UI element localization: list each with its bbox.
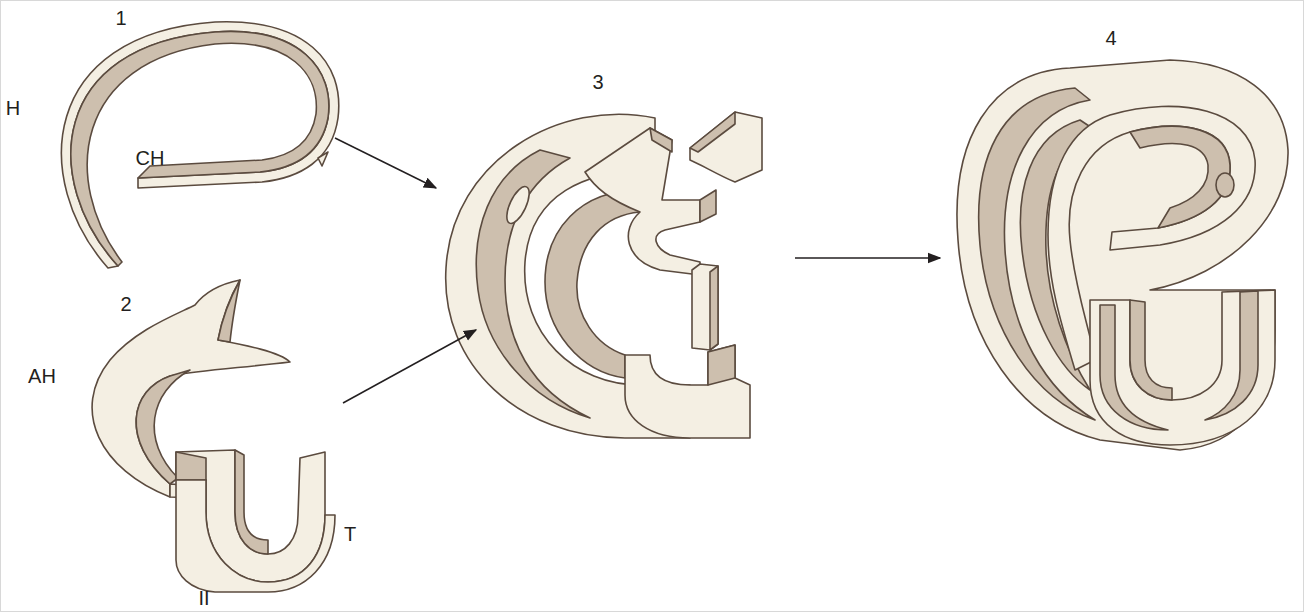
heart-u-piece (1090, 290, 1275, 445)
cup-piece (625, 345, 750, 438)
heart-foramen (1216, 173, 1234, 197)
detached-top-piece (690, 112, 762, 182)
ribbon-outer-face (61, 22, 338, 268)
callout-number: 1 (115, 8, 126, 28)
foramen (502, 183, 533, 226)
heart-outer (957, 60, 1288, 450)
cup-inner-face (708, 345, 735, 385)
process-arrow (795, 257, 940, 259)
callout-number: 3 (592, 72, 603, 92)
callout-number: 2 (120, 294, 131, 314)
detached-top-face (690, 112, 735, 152)
part-label: CH (136, 148, 165, 168)
process-arrow (343, 330, 476, 403)
ribbon-inner-face (71, 31, 329, 266)
u-base (176, 480, 335, 592)
figure-2-pieces (92, 280, 335, 592)
figure-3-assembly (446, 112, 762, 438)
ribbon-tip (318, 152, 328, 166)
part-label: H (6, 98, 20, 118)
part-label: AH (28, 366, 56, 386)
horn-face (218, 280, 240, 342)
block-side (710, 266, 718, 350)
detached-block (692, 264, 718, 350)
assembly-inner-channel (545, 190, 640, 378)
figure-1-ribbon (61, 22, 338, 268)
callout-number: 4 (1105, 28, 1116, 48)
part-label: II (198, 588, 209, 608)
heart-inner-face (1130, 126, 1230, 228)
septal-piece (585, 128, 700, 275)
process-arrow (335, 138, 436, 188)
heart-u-faces (1100, 291, 1258, 430)
figure-4-heart (957, 60, 1288, 450)
part-label: T (344, 524, 356, 544)
